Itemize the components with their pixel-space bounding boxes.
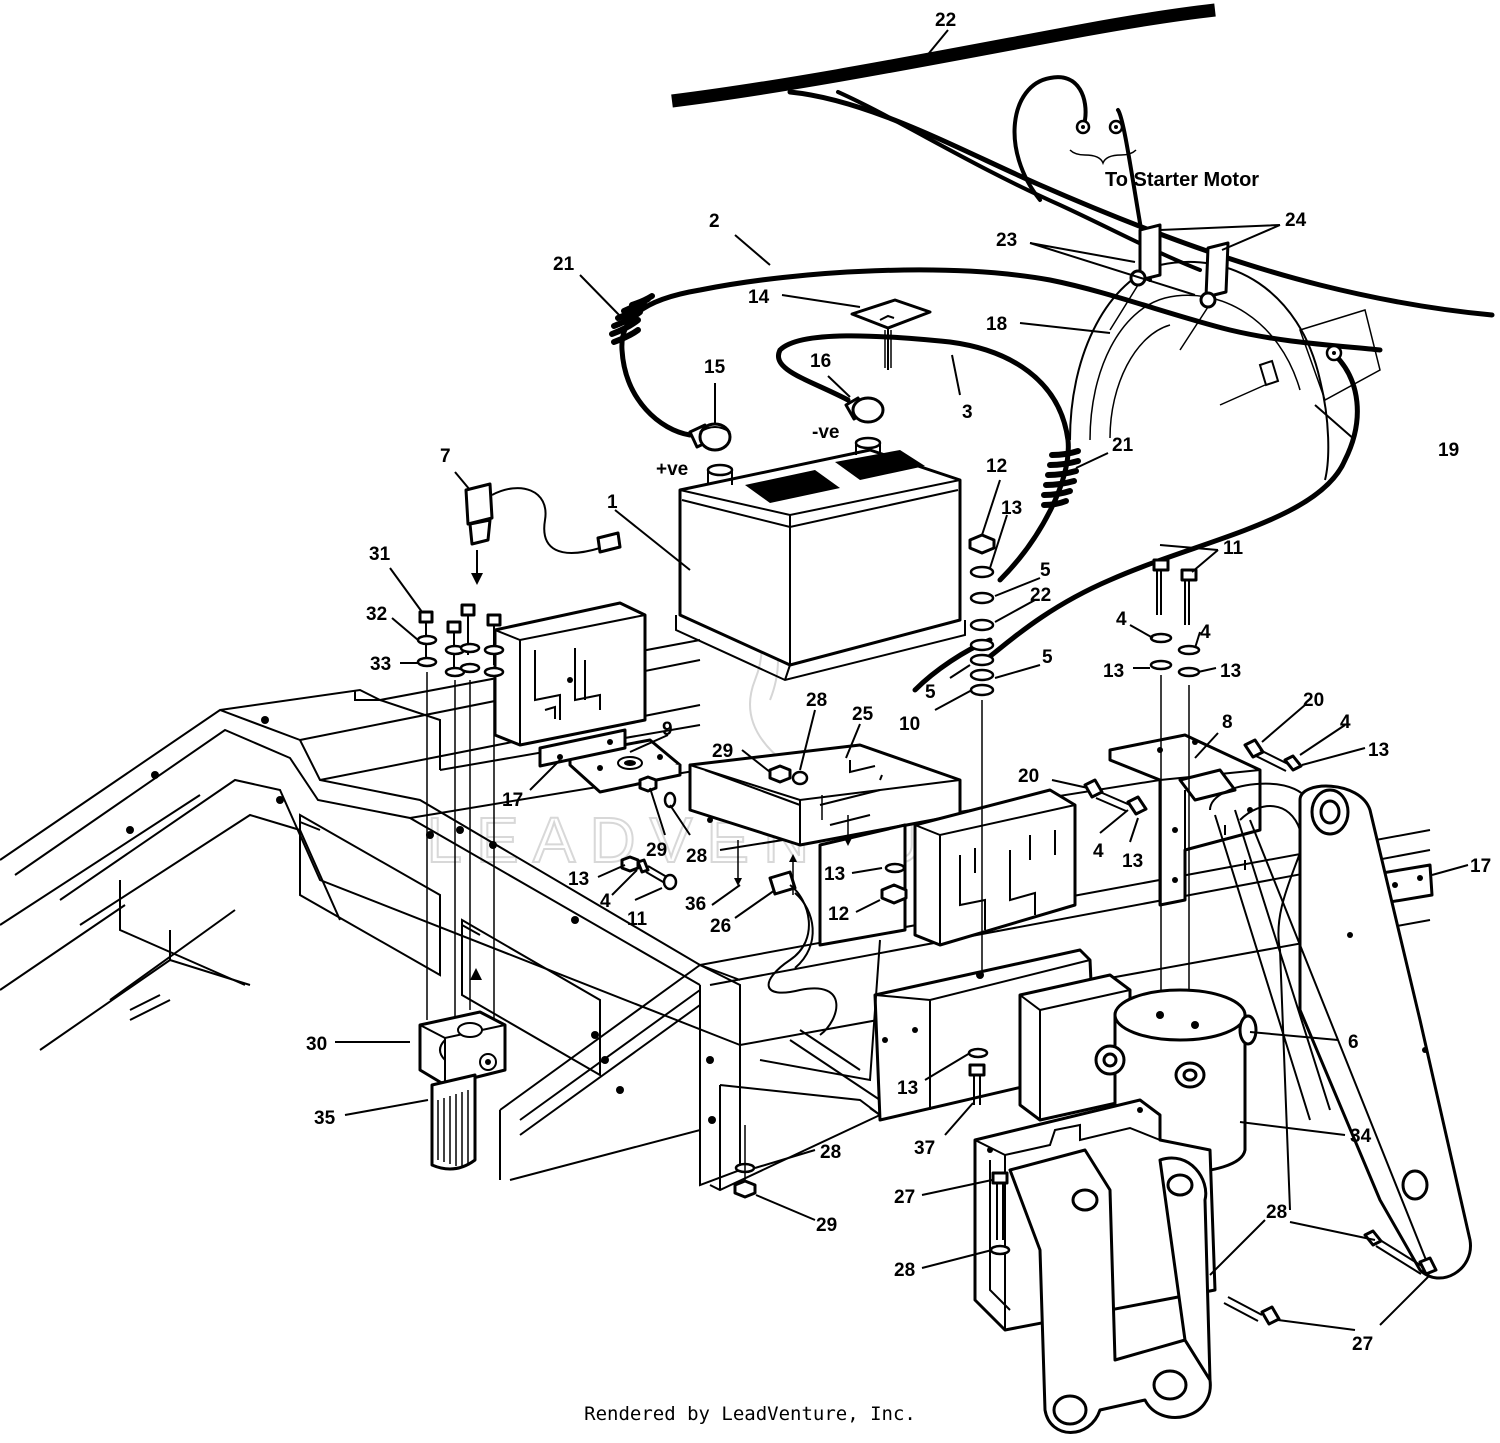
callout-14: 14 (748, 287, 770, 308)
switch-7 (464, 482, 622, 585)
leader-lines (335, 29, 1469, 1331)
callout-37: 37 (914, 1138, 935, 1159)
to-starter-motor-label: To Starter Motor (1105, 169, 1259, 191)
callout-29b: 29 (646, 840, 667, 861)
callout-7: 7 (440, 446, 451, 467)
callout-4e: 4 (600, 891, 611, 912)
starter-terminal-right (1108, 119, 1124, 135)
callout-5a: 5 (1040, 560, 1051, 581)
callout-3: 3 (962, 402, 973, 423)
callout-21a: 21 (553, 254, 575, 275)
terminal-cover-16 (844, 396, 885, 424)
callout-16: 16 (810, 351, 831, 372)
master-cylinder-6-34 (1018, 973, 1258, 1174)
ground-cable-19 (912, 344, 1360, 693)
callout-25: 25 (852, 704, 874, 725)
callout-28e: 28 (1266, 1202, 1287, 1223)
negative-terminal-label: -ve (812, 422, 839, 443)
callout-12a: 12 (986, 456, 1007, 477)
hardware-stack-battery (968, 533, 996, 970)
callout-26: 26 (710, 916, 731, 937)
cable-boot-21-right (1041, 448, 1081, 508)
callout-13d: 13 (1368, 740, 1389, 761)
battery-positive-terminal (706, 463, 734, 485)
callout-12b: 12 (828, 904, 849, 925)
callout-22b: 22 (1030, 585, 1051, 606)
battery-negative-terminal (854, 436, 882, 455)
callout-4c: 4 (1340, 712, 1351, 733)
callout-2: 2 (709, 211, 720, 232)
callouts: 1 2 3 4 4 4 4 4 5 5 5 6 7 8 9 10 11 11 1… (306, 10, 1491, 1355)
callout-33: 33 (370, 654, 391, 675)
bolt-20-mid (1083, 778, 1148, 816)
callout-13e: 13 (1122, 851, 1143, 872)
callout-5b: 5 (925, 682, 936, 703)
callout-9: 9 (662, 719, 673, 740)
callout-30: 30 (306, 1034, 327, 1055)
callout-28d: 28 (894, 1260, 915, 1281)
callout-32: 32 (366, 604, 387, 625)
labels: To Starter Motor +ve -ve (656, 169, 1259, 480)
filter-assembly-30-35 (418, 1010, 507, 1171)
starter-bracket (1069, 149, 1137, 166)
callout-27a: 27 (894, 1187, 915, 1208)
cable-26 (759, 870, 881, 1101)
callout-22a: 22 (935, 10, 956, 31)
callout-35: 35 (314, 1108, 336, 1129)
callout-28c: 28 (820, 1142, 841, 1163)
starter-terminal-left (1075, 119, 1091, 135)
hardware (416, 533, 1303, 1199)
callout-36: 36 (685, 894, 706, 915)
callout-19: 19 (1438, 440, 1459, 461)
main-cable-harness-22 (671, 3, 1495, 318)
callout-28a: 28 (806, 690, 827, 711)
callout-10: 10 (899, 714, 920, 735)
callout-13f: 13 (568, 869, 589, 890)
callout-15: 15 (704, 357, 726, 378)
callout-5c: 5 (1042, 647, 1053, 668)
callout-1: 1 (607, 492, 618, 513)
battery-hold-down-14 (850, 298, 932, 370)
callout-11a: 11 (1223, 538, 1244, 559)
callout-31: 31 (369, 544, 391, 565)
callout-13h: 13 (897, 1078, 918, 1099)
callout-17b: 17 (1470, 856, 1491, 877)
callout-13c: 13 (1220, 661, 1241, 682)
callout-8: 8 (1222, 712, 1233, 733)
callout-13b: 13 (1103, 661, 1124, 682)
battery-1 (675, 436, 966, 682)
footer-credit: Rendered by LeadVenture, Inc. (584, 1403, 916, 1425)
callout-4a: 4 (1116, 609, 1127, 630)
pedal-bracket (973, 1098, 1438, 1434)
callout-20a: 20 (1303, 690, 1324, 711)
harness-clamps-23-24 (1109, 223, 1280, 406)
callout-21b: 21 (1112, 435, 1134, 456)
callout-23: 23 (996, 230, 1017, 251)
callout-34: 34 (1350, 1126, 1372, 1147)
callout-29a: 29 (712, 741, 733, 762)
callout-17a: 17 (502, 790, 523, 811)
callout-13g: 13 (824, 864, 845, 885)
battery-negative-cable-3 (776, 333, 1081, 583)
callout-24: 24 (1285, 210, 1307, 231)
callout-29c: 29 (816, 1215, 837, 1236)
callout-4d: 4 (1093, 841, 1104, 862)
callout-28b: 28 (686, 846, 707, 867)
callout-20b: 20 (1018, 766, 1039, 787)
callout-6: 6 (1348, 1032, 1359, 1053)
bolt-20-right (1243, 738, 1303, 772)
bolts-11-right (1149, 558, 1201, 1020)
bolts-31 (416, 603, 505, 1020)
positive-terminal-label: +ve (656, 459, 688, 480)
callout-11b: 11 (627, 909, 648, 930)
callout-13a: 13 (1001, 498, 1022, 519)
callout-18: 18 (986, 314, 1007, 335)
callout-27b: 27 (1352, 1334, 1373, 1355)
cable-boot-21-left (609, 293, 655, 345)
terminal-cover-15 (688, 422, 732, 452)
callout-4b: 4 (1200, 622, 1211, 643)
